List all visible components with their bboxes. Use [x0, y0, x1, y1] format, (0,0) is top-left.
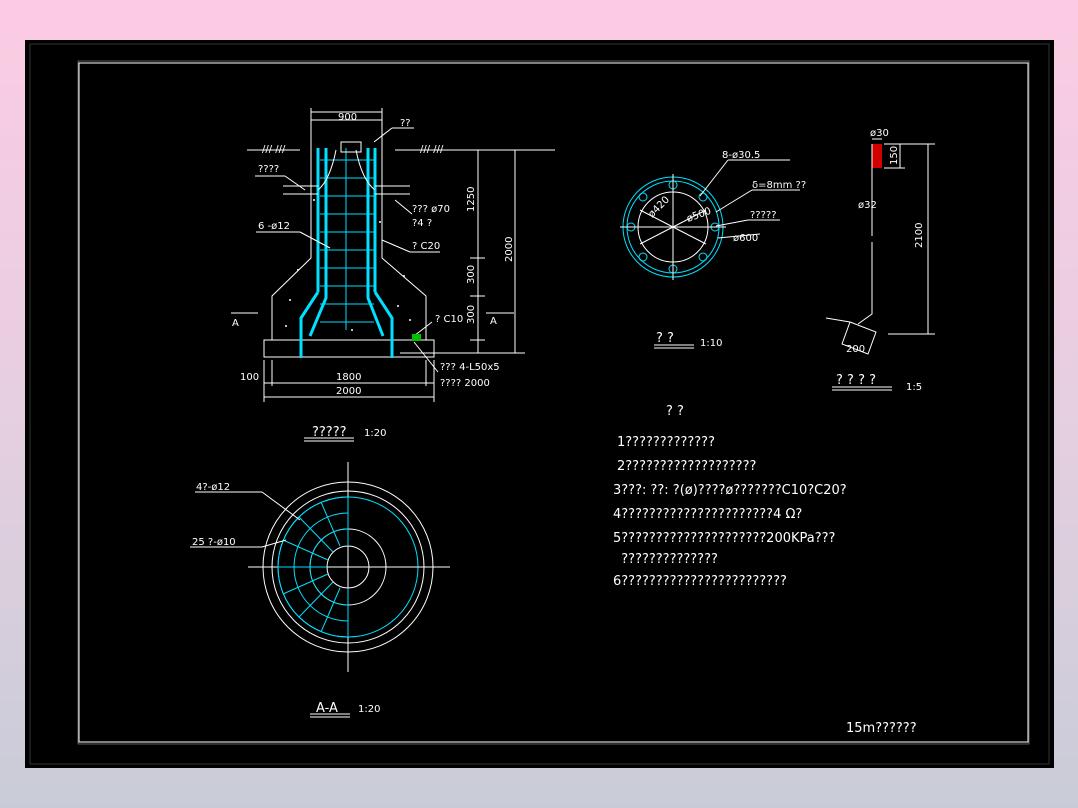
flange-label: ?????: [750, 210, 777, 221]
notes: ? ? 1????????????? 2??????????????????? …: [613, 404, 847, 589]
label-c20: ? C20: [412, 241, 440, 252]
label-length: ???? 2000: [440, 378, 490, 389]
elevation-scale: 1:20: [364, 428, 386, 439]
note-6: 6????????????????????????: [613, 574, 787, 589]
section-mark-right: A: [490, 316, 497, 327]
dim-2000-width: 2000: [336, 386, 361, 397]
note-3: 3???: ??: ?(ø)????ø???????C10?C20?: [613, 483, 847, 498]
bolt-length: 2100: [914, 223, 925, 248]
section-a-a: 4?-ø12 25 ?-ø10 A-A 1:20: [190, 462, 450, 718]
flange-thickness: δ=8mm ??: [752, 180, 806, 191]
svg-text:/// ///: /// ///: [420, 144, 444, 155]
note-5: 5?????????????????????200KPa???: [613, 531, 835, 546]
label-rebar: 6 -ø12: [258, 221, 290, 232]
section-ring-rebar: 4?-ø12: [196, 482, 230, 493]
drawing-sheet: [25, 40, 1054, 768]
foundation-elevation: /// /// /// ///: [231, 108, 555, 442]
bolt-thread-len: 150: [889, 146, 900, 165]
elevation-title: ?????: [312, 425, 347, 440]
flange-title: ? ?: [656, 331, 674, 346]
sheet-edge: [29, 43, 1050, 765]
note-4: 4??????????????????????4 Ω?: [613, 507, 802, 522]
section-scale: 1:20: [358, 704, 380, 715]
note-1: 1?????????????: [617, 435, 715, 450]
label-pipe: ??? ø70: [412, 204, 450, 215]
anchor-bolt: ø30 150 ø32 2100 200 ? ? ? ? 1:5: [825, 128, 935, 393]
c10-marker: [412, 334, 421, 341]
label-cap: ??: [400, 118, 411, 129]
dim-900: 900: [338, 112, 357, 123]
section-radial-rebar: 25 ?-ø10: [192, 537, 236, 548]
note-2: 2???????????????????: [617, 459, 756, 474]
section-mark-left: A: [232, 318, 239, 329]
label-angle: ??? 4-L50x5: [440, 362, 500, 373]
bolt-title: ? ? ? ?: [836, 373, 876, 388]
section-title: A-A: [316, 701, 338, 716]
dim-2000-height: 2000: [504, 237, 515, 262]
bolt-scale: 1:5: [906, 382, 922, 393]
note-5-cont: ??????????????: [613, 552, 718, 567]
label-pipe-count: ?4 ?: [412, 218, 432, 229]
dim-300-a: 300: [466, 265, 477, 284]
label-c10: ? C10: [435, 314, 463, 325]
label-conduit: ????: [258, 164, 279, 175]
flange-scale: 1:10: [700, 338, 722, 349]
drawing-title: 15m??????: [846, 721, 917, 736]
outer-frame: [78, 62, 1029, 743]
dim-1800: 1800: [336, 372, 361, 383]
svg-text:/// ///: /// ///: [262, 144, 286, 155]
dim-1250: 1250: [466, 187, 477, 212]
dim-300-b: 300: [466, 305, 477, 324]
dim-100: 100: [240, 372, 259, 383]
bolt-hook: 200: [846, 344, 865, 355]
frame-shadow: [77, 60, 1030, 745]
bolt-thread: [872, 144, 882, 168]
flange-holes: 8-ø30.5: [722, 150, 760, 161]
bolt-dia-32: ø32: [858, 200, 877, 211]
flange-d600: ø600: [733, 233, 758, 244]
bolt-dia-30: ø30: [870, 128, 889, 139]
notes-heading: ? ?: [666, 404, 684, 419]
